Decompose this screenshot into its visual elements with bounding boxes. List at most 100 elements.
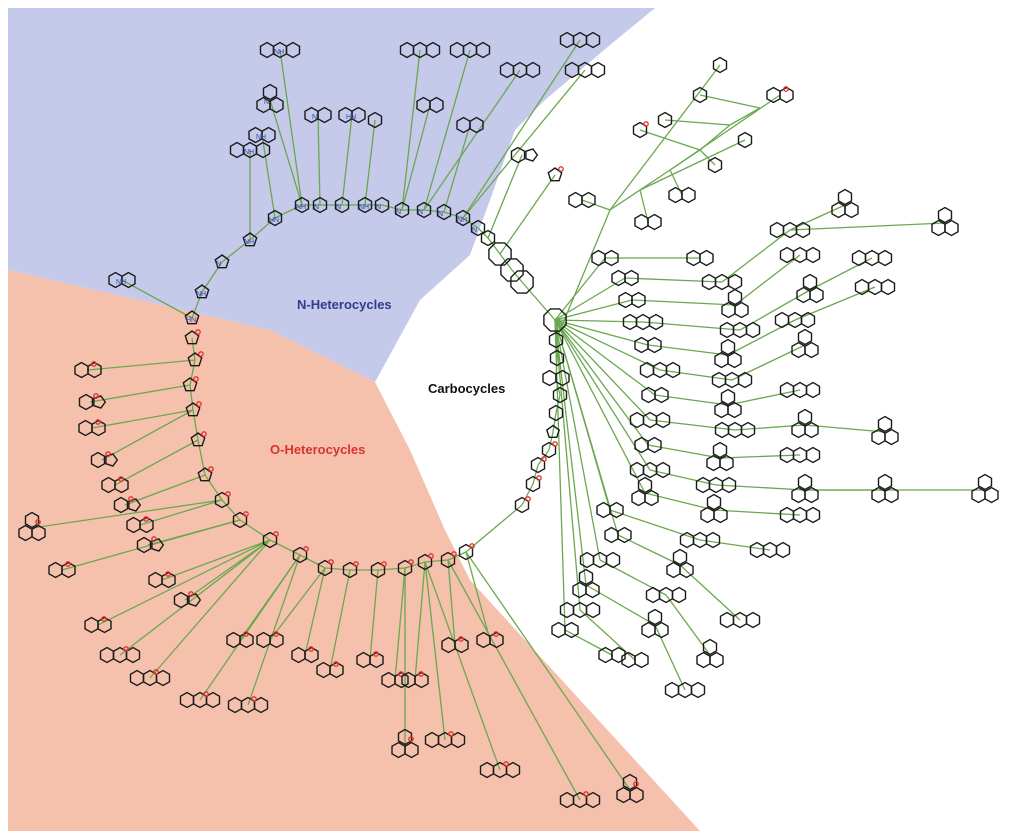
scaffold-edge xyxy=(554,257,606,321)
scaffold-node xyxy=(549,349,565,367)
scaffold-node xyxy=(18,511,46,542)
scaffold-node xyxy=(256,631,284,649)
scaffold-edge xyxy=(423,209,445,213)
scaffold-edge xyxy=(555,209,611,341)
scaffold-node xyxy=(604,526,632,544)
scaffold-node xyxy=(248,126,276,144)
scaffold-node xyxy=(714,421,756,439)
scaffold-node xyxy=(679,531,721,549)
nitrogen-atom-label: HN xyxy=(269,217,279,224)
region-backgrounds xyxy=(8,8,700,831)
scaffold-edge xyxy=(424,561,501,771)
scaffold-node xyxy=(791,473,819,504)
scaffold-edge xyxy=(423,69,521,211)
scaffold-edge xyxy=(642,321,741,331)
scaffold-node xyxy=(458,543,475,561)
scaffold-edge xyxy=(729,107,761,126)
scaffold-edge xyxy=(364,119,376,206)
scaffold-edge xyxy=(609,64,721,211)
scaffold-edge xyxy=(654,624,686,691)
scaffold-node xyxy=(226,631,254,649)
scaffold-node xyxy=(394,201,410,219)
scaffold-edge xyxy=(713,509,801,516)
scaffold-node xyxy=(706,441,734,472)
scaffold-node xyxy=(591,249,619,267)
scaffold-edge xyxy=(639,189,649,223)
scaffold-edge xyxy=(554,319,656,396)
scaffold-node xyxy=(551,621,579,639)
scaffold-node xyxy=(668,186,696,204)
scaffold-node xyxy=(525,475,542,493)
scaffold-node xyxy=(173,591,202,609)
scaffold-node xyxy=(779,446,821,464)
scaffold-node xyxy=(559,791,601,809)
scaffold-node xyxy=(711,371,753,389)
scaffold-node xyxy=(700,493,728,524)
scaffold-node xyxy=(184,329,201,345)
scaffold-node xyxy=(596,501,624,519)
scaffold-node xyxy=(338,106,366,124)
scaffold-edge xyxy=(639,139,746,191)
scaffold-node xyxy=(357,196,373,214)
scaffold-edge xyxy=(462,217,479,229)
scaffold-edge xyxy=(279,49,303,206)
scaffold-edge xyxy=(443,124,471,213)
scaffold-node xyxy=(78,393,107,411)
scaffold-node xyxy=(294,196,310,214)
scaffold-node xyxy=(645,586,687,604)
nitrogen-atom-label: N xyxy=(264,99,269,106)
scaffold-node xyxy=(367,111,383,129)
scaffold-edge xyxy=(261,134,276,219)
scaffold-edge xyxy=(552,412,557,433)
nitrogen-atom-label: HN xyxy=(186,317,196,324)
nitrogen-atom-label: N xyxy=(418,209,423,216)
scaffold-node xyxy=(634,436,662,454)
scaffold-edge xyxy=(443,211,464,219)
scaffold-edge xyxy=(585,584,656,626)
scaffold-node xyxy=(719,611,761,629)
scaffold-node xyxy=(547,166,564,182)
scaffold-node xyxy=(84,616,112,634)
n-heterocycles-label: N-Heterocycles xyxy=(297,297,392,312)
scaffold-edge xyxy=(465,551,631,791)
scaffold-node xyxy=(779,246,821,264)
scaffold-node xyxy=(971,473,999,504)
scaffold-edge xyxy=(639,129,701,151)
o-heterocycles-region xyxy=(8,270,700,831)
scaffold-node xyxy=(500,258,524,282)
scaffold-edge xyxy=(654,394,729,406)
nitrogen-atom-label: NH xyxy=(256,134,266,141)
scaffold-node xyxy=(232,511,249,529)
scaffold-node xyxy=(74,361,102,379)
scaffold-node xyxy=(530,456,547,474)
scaffold-node xyxy=(791,328,819,359)
scaffold-node xyxy=(470,219,486,237)
scaffold-edge xyxy=(644,492,715,511)
scaffold-node xyxy=(179,691,221,709)
scaffold-edge xyxy=(719,454,801,459)
scaffold-edge xyxy=(465,504,523,553)
scaffold-node xyxy=(931,206,959,237)
scaffold-node xyxy=(370,561,387,579)
nitrogen-atom-label: NH xyxy=(196,291,206,298)
scaffold-edge xyxy=(377,567,406,571)
scaffold-node xyxy=(214,254,230,269)
scaffold-edge xyxy=(124,474,206,506)
scaffold-edge xyxy=(324,567,351,571)
scaffold-node xyxy=(401,671,429,689)
scaffold-node xyxy=(229,141,271,159)
scaffold-node xyxy=(598,646,626,664)
nitrogen-atom-label: NH xyxy=(244,239,254,246)
scaffold-node xyxy=(187,351,204,367)
scaffold-node xyxy=(449,41,491,59)
scaffold-edge xyxy=(554,319,601,561)
scaffold-node xyxy=(548,404,564,422)
scaffold-node xyxy=(737,131,753,149)
scaffold-node xyxy=(622,313,664,331)
scaffold-node xyxy=(611,269,639,287)
scaffold-node xyxy=(791,408,819,439)
nitrogen-atom-label: NH xyxy=(457,217,467,224)
nitrogen-atom-label: HN xyxy=(346,114,356,121)
scaffold-edge xyxy=(679,564,741,621)
scaffold-edge xyxy=(304,567,326,656)
